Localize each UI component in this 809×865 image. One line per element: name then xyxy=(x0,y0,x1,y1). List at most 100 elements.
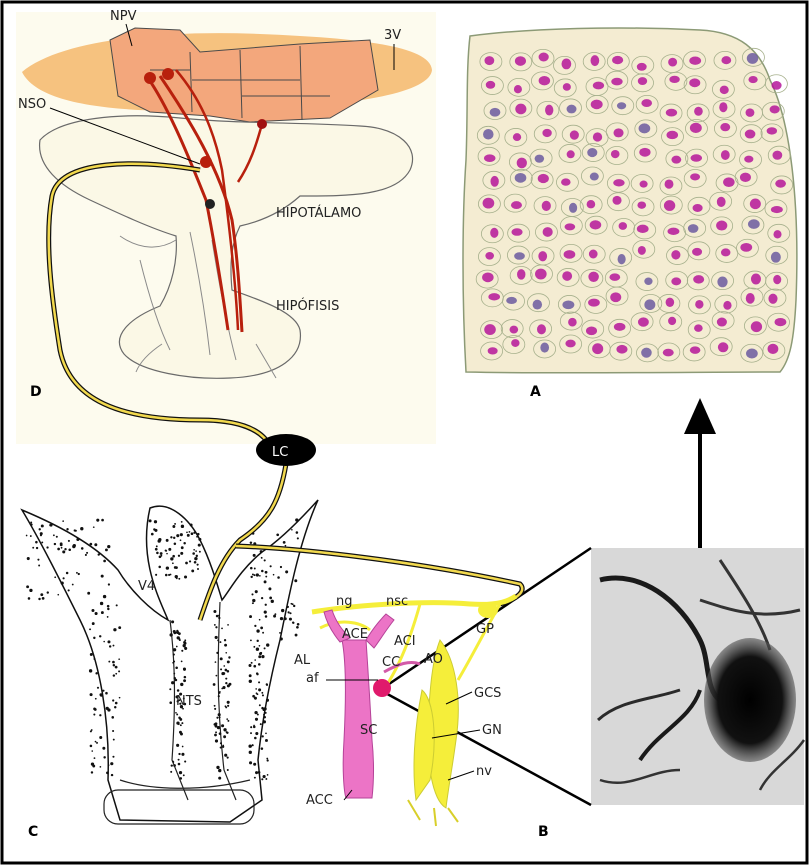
cell-nucleus xyxy=(718,342,728,352)
stipple-dot xyxy=(113,664,115,666)
label-gp: GP xyxy=(476,622,494,637)
stipple-dot xyxy=(181,650,183,652)
stipple-dot xyxy=(26,585,29,588)
stipple-dot xyxy=(99,736,102,739)
cell-nucleus xyxy=(563,83,571,91)
stipple-dot xyxy=(223,735,226,738)
cell-nucleus xyxy=(619,222,627,230)
stipple-dot xyxy=(66,528,68,530)
cell-nucleus xyxy=(588,272,599,282)
cell-nucleus xyxy=(535,155,544,163)
stipple-dot xyxy=(214,708,216,710)
stipple-dot xyxy=(108,764,110,766)
stipple-dot xyxy=(255,732,258,735)
cell-nucleus xyxy=(690,123,702,133)
stipple-dot xyxy=(266,683,268,685)
cell-nucleus xyxy=(638,77,647,85)
stipple-dot xyxy=(220,742,222,744)
stipple-dot xyxy=(255,771,258,774)
stipple-dot xyxy=(181,525,184,528)
cell-nucleus xyxy=(771,206,783,213)
stipple-dot xyxy=(76,572,78,574)
cell-nucleus xyxy=(723,301,731,310)
stipple-dot xyxy=(177,636,180,639)
cell-nucleus xyxy=(771,81,781,90)
stipple-dot xyxy=(103,756,105,758)
stipple-dot xyxy=(250,639,252,641)
stipple-dot xyxy=(115,666,118,669)
stipple-dot xyxy=(171,764,173,766)
stipple-dot xyxy=(251,662,253,664)
stipple-dot xyxy=(225,682,227,684)
cell-nucleus xyxy=(668,317,676,325)
stipple-dot xyxy=(108,583,110,585)
stipple-dot xyxy=(106,771,109,774)
stipple-dot xyxy=(192,552,195,555)
cell-nucleus xyxy=(746,348,758,358)
stipple-dot xyxy=(89,669,92,672)
stipple-dot xyxy=(40,593,43,596)
stipple-dot xyxy=(263,714,265,716)
cell-nucleus xyxy=(638,246,646,255)
stipple-dot xyxy=(61,582,64,585)
cell-nucleus xyxy=(717,197,726,207)
stipple-dot xyxy=(271,600,274,603)
stipple-dot xyxy=(284,617,287,620)
stipple-dot xyxy=(89,628,91,630)
stipple-dot xyxy=(30,522,32,524)
stipple-dot xyxy=(175,679,178,682)
cell-nucleus xyxy=(613,179,624,186)
stipple-dot xyxy=(250,567,253,570)
stipple-dot xyxy=(118,670,120,672)
stipple-dot xyxy=(180,539,182,541)
stipple-dot xyxy=(221,724,224,727)
stipple-dot xyxy=(107,608,109,610)
cell-nucleus xyxy=(511,201,522,209)
stipple-dot xyxy=(194,557,197,560)
stipple-dot xyxy=(118,658,120,660)
stipple-dot xyxy=(93,713,95,715)
stipple-dot xyxy=(270,565,272,567)
stipple-dot xyxy=(173,661,175,663)
stipple-dot xyxy=(112,756,114,758)
cell-nucleus xyxy=(694,324,703,331)
stipple-dot xyxy=(92,622,95,625)
stipple-dot xyxy=(111,774,113,776)
stipple-dot xyxy=(219,732,222,735)
cell-nucleus xyxy=(482,272,494,282)
stipple-dot xyxy=(115,673,117,675)
cell-nucleus xyxy=(694,107,703,116)
cell-nucleus xyxy=(537,324,546,334)
cell-nucleus xyxy=(638,317,649,326)
stipple-dot xyxy=(261,692,263,694)
stipple-dot xyxy=(265,576,267,578)
cell-nucleus xyxy=(610,292,621,302)
stipple-dot xyxy=(214,734,217,737)
stipple-dot xyxy=(250,541,252,543)
label-lc: LC xyxy=(272,445,288,460)
stipple-dot xyxy=(229,683,232,686)
stipple-dot xyxy=(57,594,59,596)
cell-nucleus xyxy=(567,150,575,158)
stipple-dot xyxy=(91,609,94,612)
stipple-dot xyxy=(295,634,298,637)
stipple-dot xyxy=(173,630,176,633)
stipple-dot xyxy=(190,524,193,527)
stipple-dot xyxy=(178,578,180,580)
stipple-dot xyxy=(227,720,229,722)
stipple-dot xyxy=(261,557,263,559)
cell-nucleus xyxy=(664,200,675,211)
cell-nucleus xyxy=(750,199,761,210)
stipple-dot xyxy=(181,546,184,549)
stipple-dot xyxy=(156,552,159,555)
cell-nucleus xyxy=(506,297,517,304)
stipple-dot xyxy=(280,566,282,568)
stipple-dot xyxy=(225,706,227,708)
label-3v: 3V xyxy=(384,28,401,43)
stipple-dot xyxy=(179,718,182,721)
stipple-dot xyxy=(54,543,56,545)
stipple-dot xyxy=(28,597,31,600)
stipple-dot xyxy=(172,761,174,763)
stipple-dot xyxy=(103,641,105,643)
stipple-dot xyxy=(102,690,104,692)
